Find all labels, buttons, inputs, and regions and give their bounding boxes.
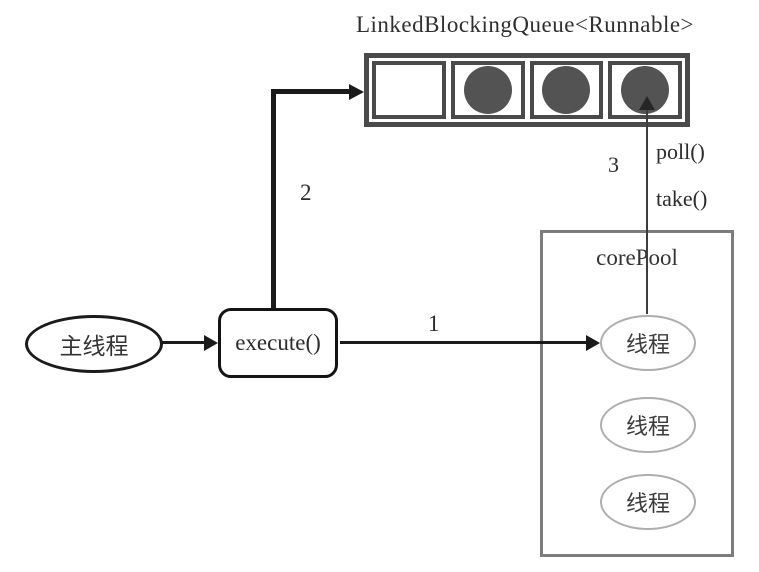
- blocking-queue: [364, 53, 690, 127]
- queue-cell: [529, 61, 604, 119]
- thread-ellipse: 线程: [600, 315, 696, 371]
- queue-cell: [372, 61, 446, 119]
- main-to-execute-arrow-line: [162, 341, 206, 344]
- take-label: take(): [656, 186, 708, 211]
- thread-ellipse: 线程: [600, 397, 696, 453]
- main-thread-ellipse: 主线程: [25, 315, 163, 373]
- step1-label: 1: [428, 311, 440, 336]
- task-circle: [463, 66, 512, 114]
- task-circle: [542, 66, 591, 114]
- execute-box: execute(): [218, 308, 338, 378]
- core-pool-box: corePool 线程线程线程: [540, 230, 734, 557]
- step3-label: 3: [608, 152, 619, 177]
- core-pool-label: corePool: [596, 245, 678, 270]
- queue-cell: [450, 61, 525, 119]
- poll-label: poll(): [656, 139, 705, 164]
- step3-arrow-line: [646, 102, 648, 314]
- step2-arrowhead-icon: [349, 83, 364, 100]
- step3-arrowhead-icon: [639, 96, 655, 110]
- queue-title: LinkedBlockingQueue<Runnable>: [355, 12, 695, 37]
- step2-label: 2: [300, 180, 312, 205]
- step1-arrowhead-icon: [586, 334, 600, 351]
- main-to-execute-arrowhead-icon: [204, 334, 218, 351]
- thread-ellipse: 线程: [600, 474, 696, 530]
- step2-arrow-horizontal-line: [271, 89, 351, 94]
- step1-arrow-line: [340, 341, 588, 344]
- step2-arrow-vertical-line: [271, 89, 276, 311]
